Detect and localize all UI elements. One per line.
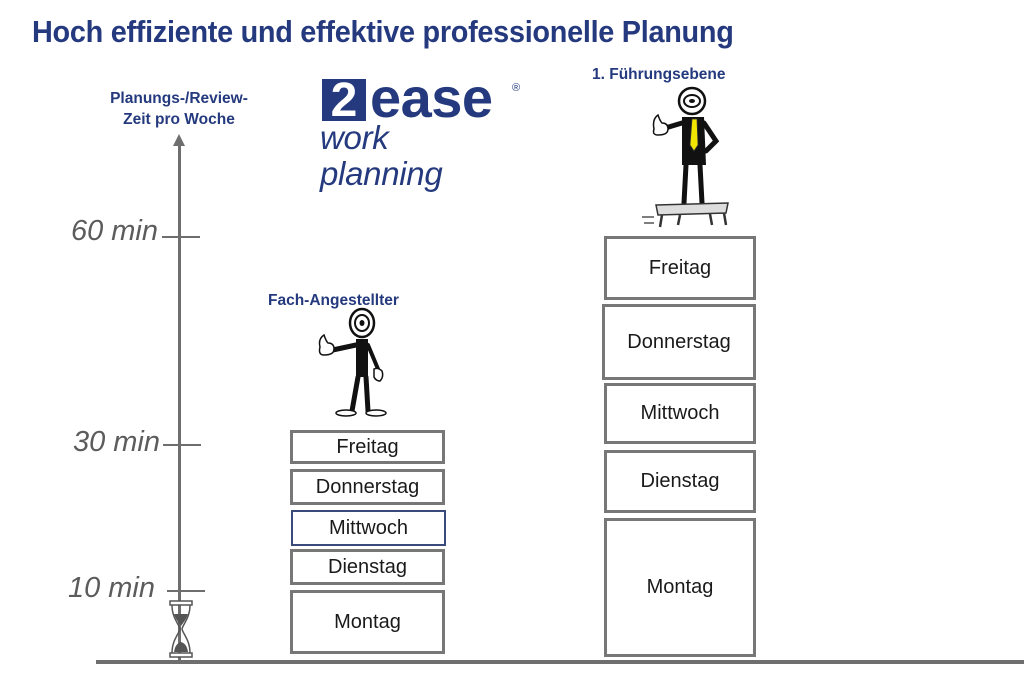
y-axis-label-line2: Zeit pro Woche <box>123 111 235 128</box>
day-box-manager-dienstag: Dienstag <box>604 450 756 513</box>
day-box-employee-dienstag: Dienstag <box>290 549 445 585</box>
day-box-employee-montag: Montag <box>290 590 445 654</box>
manager-figure-icon <box>640 85 740 230</box>
tick-label-10: 10 min <box>67 572 155 604</box>
page-title: Hoch effiziente und effektive profession… <box>32 14 734 49</box>
x-axis-baseline <box>96 660 1024 664</box>
logo-mark: 2 <box>322 77 366 125</box>
day-box-manager-freitag: Freitag <box>604 236 756 300</box>
y-axis-line <box>178 142 181 664</box>
day-box-employee-mittwoch: Mittwoch <box>291 510 446 546</box>
logo-tagline: work planning <box>320 119 443 192</box>
day-box-manager-donnerstag: Donnerstag <box>602 304 756 380</box>
employee-figure-icon <box>310 305 400 420</box>
day-box-employee-freitag: Freitag <box>290 430 445 464</box>
logo-name: ease <box>370 66 493 129</box>
day-box-employee-donnerstag: Donnerstag <box>290 469 445 505</box>
day-box-manager-mittwoch: Mittwoch <box>604 383 756 444</box>
role-label-employee: Fach-Angestellter <box>268 292 399 309</box>
y-axis-label-line1: Planungs-/Review- <box>110 90 248 107</box>
tick-30 <box>163 444 201 446</box>
tick-label-60: 60 min <box>70 215 158 247</box>
logo-registered: ® <box>512 82 521 94</box>
day-box-manager-montag: Montag <box>604 518 756 657</box>
tick-10 <box>167 590 205 592</box>
y-axis-label: Planungs-/Review- Zeit pro Woche <box>70 88 288 130</box>
y-axis-arrow-icon <box>173 134 185 146</box>
role-label-manager: 1. Führungsebene <box>592 66 726 83</box>
tick-label-30: 30 min <box>72 426 160 458</box>
hourglass-icon <box>168 600 194 658</box>
tick-60 <box>162 236 200 238</box>
